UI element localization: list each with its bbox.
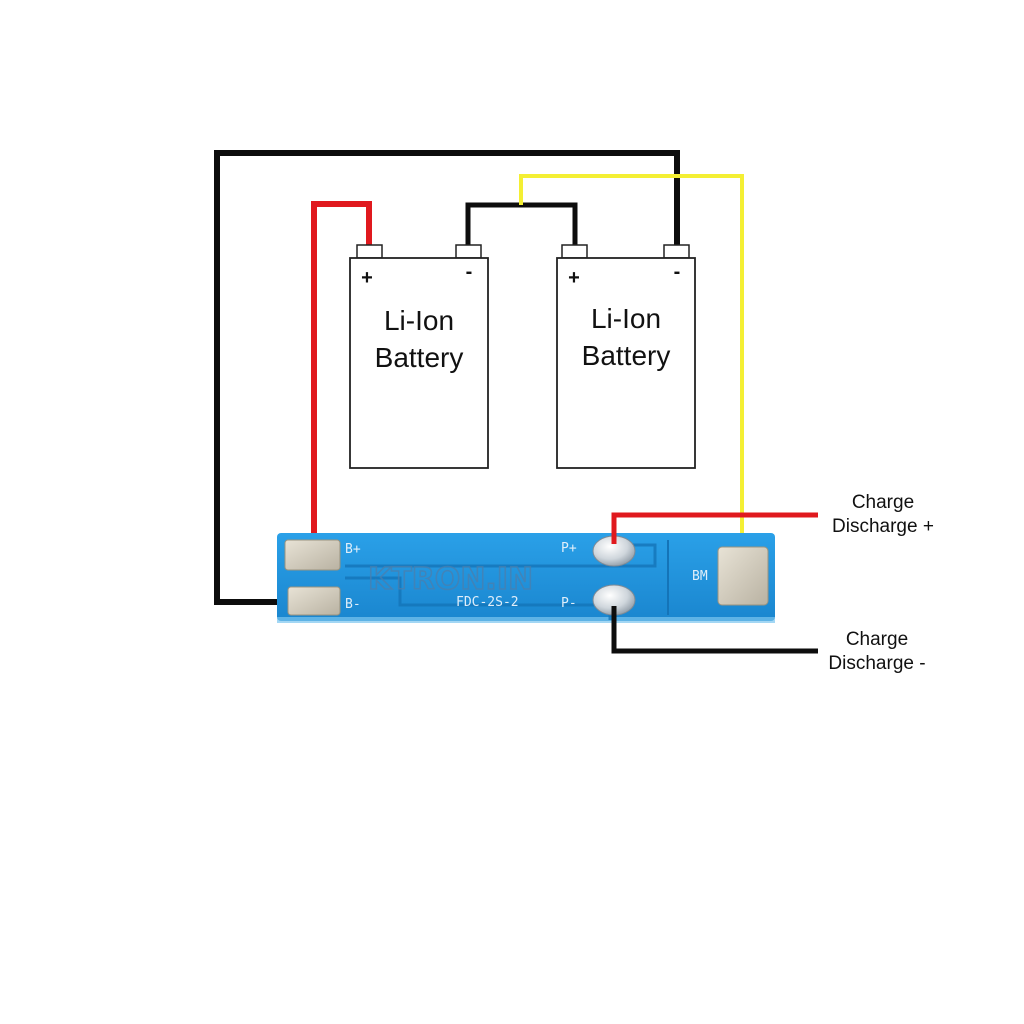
battery-2-label-line2: Battery (582, 340, 671, 371)
output-wires (611, 512, 818, 654)
output-positive-line2: Discharge + (832, 516, 934, 537)
battery-2: + - Li-Ion Battery (556, 244, 696, 469)
output-negative-line1: Charge (846, 629, 908, 650)
pad-b-plus (284, 539, 341, 571)
battery-2-plus-sign: + (568, 267, 580, 289)
output-labels: Charge Discharge + Charge Discharge - (828, 492, 934, 674)
wire-black-p-minus (611, 606, 818, 654)
protection-board: B+ B- P+ P- BM FDC-2S-2 KTRON.IN (277, 533, 775, 623)
battery-2-terminal-plus (561, 244, 588, 259)
battery-1-plus-sign: + (361, 267, 373, 289)
battery-2-label-line1: Li-Ion (591, 303, 661, 334)
battery-2-body (556, 257, 696, 469)
silk-p-plus: P+ (561, 541, 577, 556)
output-negative-line2: Discharge - (828, 653, 925, 674)
battery-1-label-line1: Li-Ion (384, 305, 454, 336)
wire-yellow-bm (519, 174, 744, 560)
battery-1: + - Li-Ion Battery (349, 244, 489, 469)
board-model: FDC-2S-2 (456, 595, 519, 610)
pad-b-minus (287, 586, 341, 616)
battery-1-label-line2: Battery (375, 342, 464, 373)
wire-black-b-minus (214, 150, 680, 605)
battery-2-terminal-minus (663, 244, 690, 259)
silk-b-plus: B+ (345, 542, 361, 557)
battery-1-minus-sign: - (466, 261, 473, 283)
battery-1-terminal-minus (455, 244, 482, 259)
wires (214, 150, 744, 605)
wire-black-series-link (465, 202, 578, 252)
wire-red-p-plus (611, 512, 818, 544)
silk-bm: BM (692, 569, 708, 584)
wire-red-b-plus (311, 201, 372, 548)
pad-bm (717, 546, 769, 606)
output-positive-line1: Charge (852, 492, 914, 513)
pcb-edge (277, 617, 775, 623)
battery-2-minus-sign: - (674, 261, 681, 283)
battery-1-body (349, 257, 489, 469)
silk-b-minus: B- (345, 597, 361, 612)
silk-p-minus: P- (561, 596, 577, 611)
battery-1-terminal-plus (356, 244, 383, 259)
watermark: KTRON.IN (368, 562, 533, 597)
